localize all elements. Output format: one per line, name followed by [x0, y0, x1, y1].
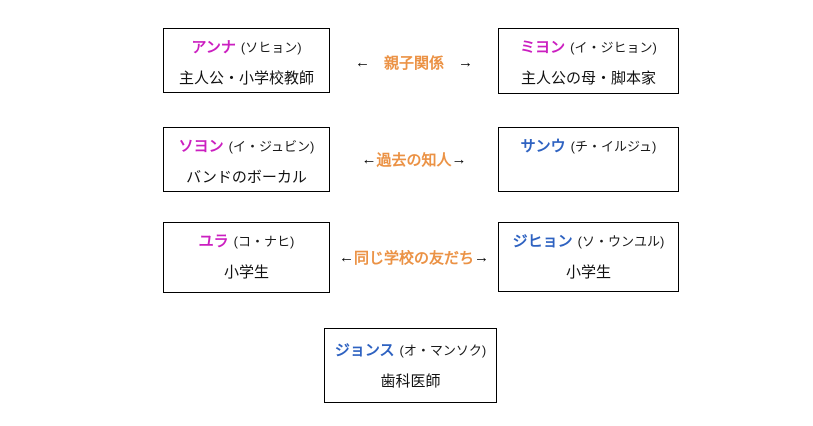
character-role: 小学生	[223, 264, 269, 281]
character-role: 主人公・小学校教師	[178, 70, 314, 87]
character-card-sangwoo: サンウ (チ・イルジュ)	[498, 127, 679, 192]
actor-name: (ソヒョン)	[240, 40, 302, 55]
character-card-miyeon: ミヨン (イ・ジヒョン) 主人公の母・脚本家	[498, 28, 679, 94]
character-name: アンナ	[191, 39, 236, 56]
relation-text: 過去の知人	[376, 151, 452, 169]
relation-text: 親子関係	[383, 54, 444, 72]
character-name: ミヨン	[520, 39, 566, 56]
actor-name: (オ・マンソク)	[399, 343, 487, 358]
character-name: ユラ	[198, 233, 229, 250]
relation-past-acquaintance: ← 過去の知人 →	[330, 149, 498, 169]
relation-parent-child: ← 親子関係 →	[330, 52, 498, 72]
character-card-jihyeon: ジヒョン (ソ・ウンユル) 小学生	[498, 222, 679, 292]
relation-school-friends: ← 同じ学校の友だち →	[316, 247, 512, 267]
character-card-anna: アンナ (ソヒョン) 主人公・小学校教師	[163, 28, 330, 93]
right-arrow-icon: →	[474, 248, 489, 266]
character-name-line: ジョンス (オ・マンソク)	[335, 341, 486, 360]
left-arrow-icon: ←	[361, 150, 377, 168]
character-name-line: ユラ (コ・ナヒ)	[199, 232, 295, 251]
character-card-jeongsu: ジョンス (オ・マンソク) 歯科医師	[324, 328, 497, 403]
actor-name: (イ・ジヒョン)	[570, 40, 657, 55]
actor-name: (ソ・ウンユル)	[577, 234, 665, 249]
character-name: ソヨン	[178, 138, 224, 155]
actor-name: (イ・ジュビン)	[228, 139, 315, 154]
character-name-line: ジヒョン (ソ・ウンユル)	[513, 232, 665, 251]
character-role: 主人公の母・脚本家	[520, 70, 656, 87]
character-name-line: アンナ (ソヒョン)	[191, 38, 301, 57]
character-card-soyeon: ソヨン (イ・ジュビン) バンドのボーカル	[163, 127, 330, 192]
character-name: サンウ	[520, 138, 566, 155]
character-role: 歯科医師	[380, 373, 441, 390]
actor-name: (コ・ナヒ)	[233, 234, 295, 249]
left-arrow-icon: ←	[354, 53, 370, 71]
actor-name: (チ・イルジュ)	[570, 139, 657, 154]
character-name-line: ミヨン (イ・ジヒョン)	[520, 38, 657, 57]
character-role: 小学生	[565, 264, 611, 281]
character-role: バンドのボーカル	[186, 169, 307, 186]
relation-text: 同じ学校の友だち	[353, 249, 474, 267]
right-arrow-icon: →	[451, 150, 467, 168]
character-name-line: ソヨン (イ・ジュビン)	[179, 137, 315, 156]
character-name: ジョンス	[334, 342, 395, 359]
character-card-yura: ユラ (コ・ナヒ) 小学生	[163, 222, 330, 293]
character-name-line: サンウ (チ・イルジュ)	[521, 137, 657, 156]
left-arrow-icon: ←	[338, 248, 354, 266]
character-name: ジヒョン	[512, 233, 573, 250]
right-arrow-icon: →	[458, 53, 473, 71]
